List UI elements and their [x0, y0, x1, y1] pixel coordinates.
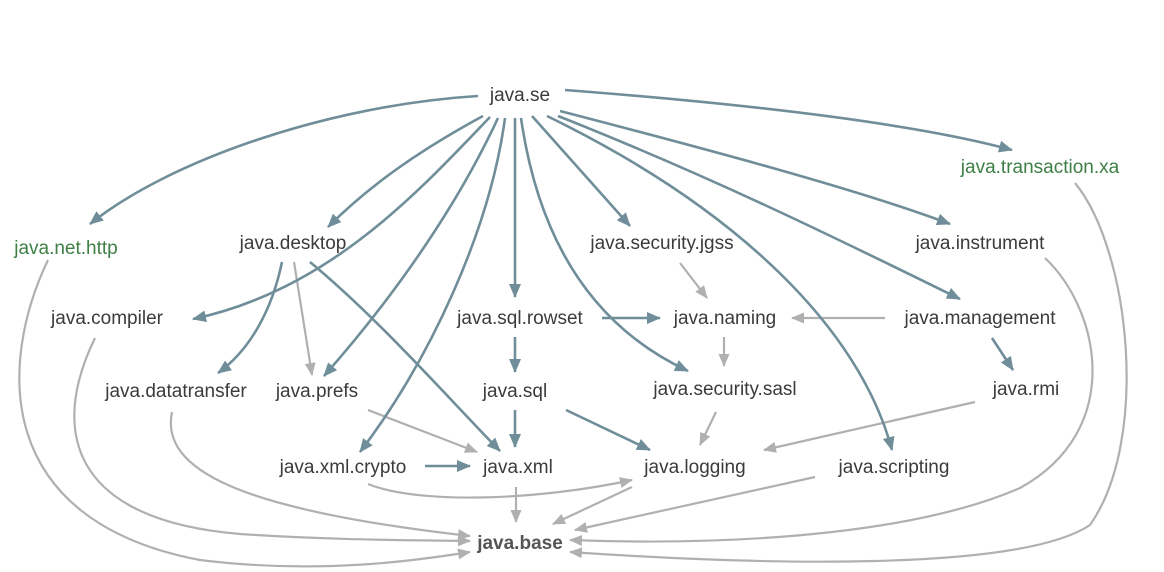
module-java-compiler: java.compiler [50, 308, 164, 329]
module-java-transaction-xa: java.transaction.xa [960, 157, 1120, 178]
edge-sql-to-logging [565, 408, 651, 452]
edge-compiler-to-base [73, 337, 471, 547]
module-java-scripting: java.scripting [838, 457, 950, 478]
edge-desktop-to-datatransfer [217, 261, 284, 375]
edge-rmi-to-logging [763, 400, 976, 453]
required-edges [89, 88, 1015, 472]
edge-se-to-security-jgss [531, 115, 631, 227]
edge-se-to-scripting [546, 114, 895, 451]
module-java-management: java.management [903, 308, 1056, 329]
module-java-naming: java.naming [673, 308, 776, 329]
module-java-desktop: java.desktop [239, 233, 347, 254]
edge-se-to-security-sasl [519, 117, 689, 373]
edge-desktop-to-xml [309, 260, 501, 452]
edge-xml-crypto-to-logging [367, 477, 633, 499]
edge-se-to-instrument [559, 109, 951, 226]
edge-scripting-to-base [574, 475, 816, 533]
edge-jgss-to-naming [679, 262, 708, 299]
module-java-instrument: java.instrument [915, 233, 1046, 254]
module-java-security-jgss: java.security.jgss [589, 233, 733, 254]
module-java-prefs: java.prefs [275, 381, 358, 402]
edge-instrument-to-base [569, 257, 1094, 546]
edge-management-to-rmi [990, 337, 1015, 371]
edge-se-to-net-http [89, 94, 479, 226]
modules: java.se java.transaction.xa java.net.htt… [13, 85, 1119, 554]
edge-se-to-transaction-xa [564, 88, 1013, 153]
module-java-base: java.base [476, 533, 563, 554]
edge-se-to-compiler [192, 116, 491, 323]
module-java-datatransfer: java.datatransfer [104, 381, 247, 402]
edge-se-to-management [557, 114, 961, 301]
module-java-sql: java.sql [482, 381, 547, 402]
edge-transaction-xa-to-base [569, 182, 1128, 563]
module-java-sql-rowset: java.sql.rowset [456, 308, 583, 329]
module-java-security-sasl: java.security.sasl [652, 379, 796, 400]
implied-edges [18, 182, 1128, 568]
edge-se-to-desktop [327, 114, 484, 228]
edge-se-to-prefs [323, 117, 500, 377]
edge-desktop-to-prefs [292, 261, 316, 376]
module-java-xml-crypto: java.xml.crypto [279, 457, 407, 478]
module-java-net-http: java.net.http [13, 238, 118, 259]
module-java-rmi: java.rmi [992, 379, 1060, 400]
edge-logging-to-base [552, 486, 633, 525]
edge-se-to-xml-crypto [358, 117, 507, 453]
edge-net-http-to-base [18, 259, 471, 568]
module-java-logging: java.logging [643, 457, 745, 478]
edge-sasl-to-logging [699, 411, 717, 446]
edge-datatransfer-to-base [169, 411, 471, 541]
module-java-se: java.se [489, 85, 550, 106]
module-java-xml: java.xml [482, 457, 553, 478]
